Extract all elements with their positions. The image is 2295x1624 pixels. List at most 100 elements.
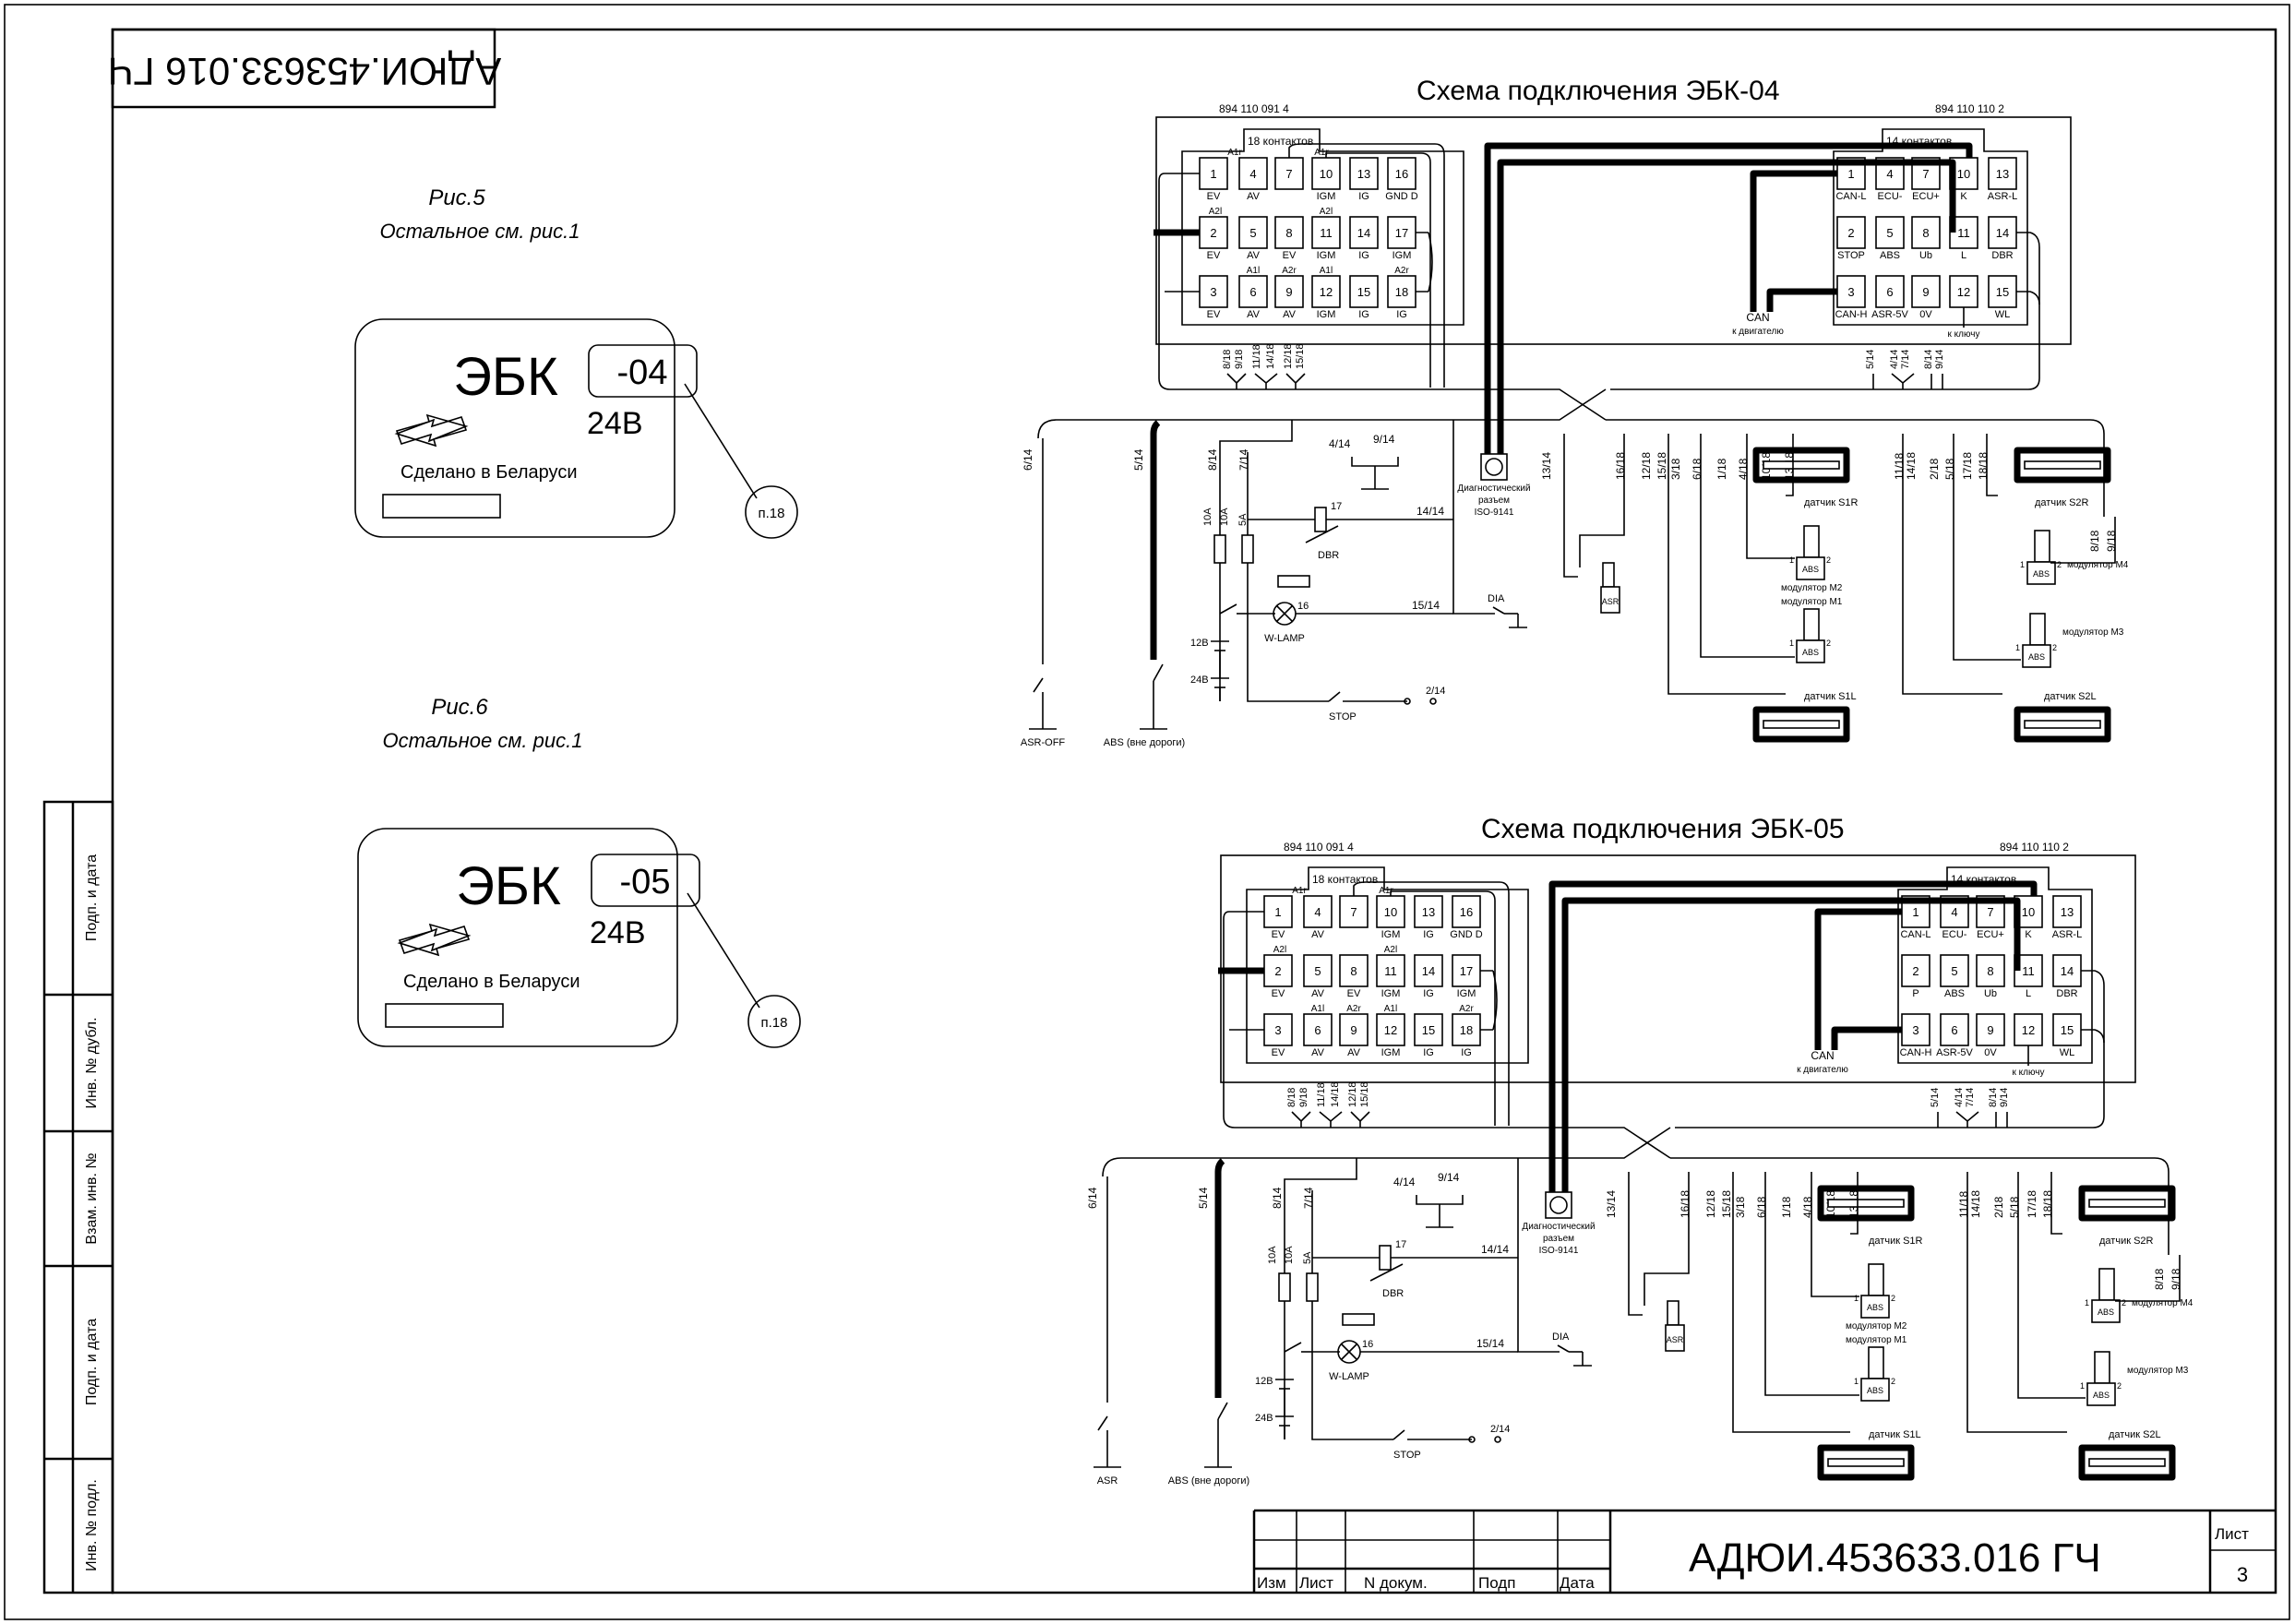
wire-label: 6/14 bbox=[1022, 448, 1034, 471]
diag-label: разъем bbox=[1543, 1234, 1574, 1244]
connector-pin bbox=[1238, 275, 1268, 308]
title-header: Дата bbox=[1560, 1574, 1595, 1592]
pin-signal: IGM bbox=[1381, 1047, 1401, 1058]
pin-signal: DBR bbox=[2056, 988, 2077, 999]
wire-label: 9/14 bbox=[1438, 1171, 1460, 1184]
wire-label: 4/18 bbox=[1801, 1196, 1814, 1218]
pin-number: 8 bbox=[1285, 226, 1292, 240]
pin-number: 2 bbox=[1210, 226, 1216, 240]
wire-label: 6/18 bbox=[1691, 458, 1703, 480]
pin-signal: EV bbox=[1347, 988, 1361, 999]
sheet-label: Лист bbox=[2215, 1525, 2249, 1543]
wheel-sensor-inner bbox=[2024, 720, 2101, 729]
side-strip: Подп. и дата Инв. № дубл. Взам. инв. № П… bbox=[42, 800, 114, 1594]
modulator-abs bbox=[2022, 644, 2051, 668]
connector-tab-label: 18 контактов bbox=[1248, 135, 1313, 148]
wire bbox=[2081, 970, 2105, 1128]
connector-pin bbox=[2052, 954, 2082, 987]
fuse bbox=[1277, 575, 1310, 588]
pin-group-label: A2r bbox=[1346, 1004, 1361, 1014]
modulator-valve bbox=[1868, 1346, 1884, 1379]
pin-number: 6 bbox=[1951, 1023, 1957, 1037]
nameplate-variant: -04 bbox=[617, 353, 668, 392]
wire-label: 9/18 bbox=[2105, 530, 2118, 552]
lamp-label: W-LAMP bbox=[1329, 1371, 1369, 1382]
dbr-label: DBR bbox=[1382, 1288, 1404, 1299]
pin-label: 1 bbox=[1854, 1294, 1859, 1303]
pin-signal: ABS bbox=[1880, 250, 1900, 261]
exchange-arrows-icon bbox=[394, 416, 468, 448]
abs-label: ABS bbox=[1867, 1386, 1883, 1395]
pin-signal: IGM bbox=[1393, 250, 1412, 261]
connector-pin bbox=[1452, 1013, 1481, 1046]
connector-pin bbox=[1875, 275, 1905, 308]
wire bbox=[1219, 603, 1237, 615]
terminal bbox=[1468, 1436, 1476, 1443]
relay-coil bbox=[1379, 1245, 1392, 1271]
pin-number: 6 bbox=[1314, 1023, 1321, 1037]
figure-note: Остальное см. рис.1 bbox=[380, 220, 580, 243]
wire bbox=[1284, 1158, 1357, 1439]
modulator-label: модулятор M4 bbox=[2132, 1298, 2193, 1308]
upper-bus bbox=[1235, 1127, 2093, 1159]
can-sub-label: к двигателю bbox=[1732, 327, 1784, 337]
pin-label: 2 bbox=[1891, 1294, 1895, 1303]
figure-note: Остальное см. рис.1 bbox=[383, 729, 583, 752]
modulator-valve bbox=[2029, 613, 2046, 646]
wire-label: 15/18 bbox=[1720, 1190, 1733, 1218]
connector-pin bbox=[1238, 216, 1268, 249]
wheel-sensor bbox=[2014, 706, 2111, 743]
modulator-label: модулятор M2 bbox=[1846, 1321, 1907, 1331]
abs-label: ABS bbox=[2093, 1391, 2110, 1400]
wire-label: 9/18 bbox=[1234, 350, 1245, 369]
wire bbox=[2016, 291, 2040, 305]
connector-18-frame bbox=[1181, 128, 1464, 326]
pin-number: 3 bbox=[1912, 1023, 1918, 1037]
wire-label: 7/14 bbox=[1302, 1187, 1315, 1209]
wire-label: 5/18 bbox=[2008, 1196, 2021, 1218]
battery-label: 12В bbox=[1255, 1376, 1273, 1387]
pin-signal: ECU- bbox=[1942, 929, 1967, 940]
connector-pin bbox=[1387, 157, 1416, 190]
modulator-valve bbox=[1803, 525, 1820, 558]
pin-signal: L bbox=[2026, 988, 2031, 999]
connector-pin bbox=[1311, 216, 1341, 249]
title-header: N докум. bbox=[1364, 1574, 1428, 1592]
wire-label: 14/18 bbox=[1969, 1190, 1982, 1218]
fuse bbox=[1278, 1272, 1291, 1302]
modulator-label: модулятор M2 bbox=[1781, 583, 1843, 593]
sensor-label: датчик S2L bbox=[2109, 1429, 2161, 1440]
lamp-number: 16 bbox=[1362, 1339, 1373, 1350]
nameplate bbox=[357, 828, 678, 1047]
pin-label: 1 bbox=[2085, 1298, 2089, 1308]
wire bbox=[2016, 232, 2040, 390]
pin-signal: 0V bbox=[1919, 309, 1932, 320]
pin-signal: EV bbox=[1207, 191, 1221, 202]
pin-number: 15 bbox=[1996, 285, 2009, 299]
callout-circle bbox=[747, 995, 801, 1048]
pin-signal: L bbox=[1961, 250, 1966, 261]
wire bbox=[1416, 232, 1433, 293]
connector-pin bbox=[1940, 1013, 1969, 1046]
connector-pin bbox=[1387, 216, 1416, 249]
wire bbox=[1219, 420, 1293, 701]
key-label: к ключу bbox=[1948, 329, 1980, 340]
terminal bbox=[1494, 1436, 1501, 1443]
wire-label: 5/14 bbox=[1865, 350, 1876, 369]
pin-number: 14 bbox=[1996, 226, 2009, 240]
pin-signal: EV bbox=[1272, 929, 1285, 940]
fuse bbox=[1306, 1272, 1319, 1302]
wire bbox=[1153, 663, 1164, 682]
sensor-label: датчик S2R bbox=[2035, 497, 2089, 508]
wire bbox=[1217, 1402, 1228, 1420]
pin-number: 3 bbox=[1274, 1023, 1281, 1037]
relay-label: 17 bbox=[1331, 501, 1342, 512]
dbr-label: DBR bbox=[1318, 550, 1339, 561]
abs-label: ABS bbox=[2033, 569, 2050, 579]
nameplate-voltage: 24В bbox=[587, 406, 643, 441]
schema-title: Схема подключения ЭБК-05 bbox=[1481, 814, 1845, 844]
wire-label: 1/18 bbox=[1780, 1196, 1793, 1218]
pin-signal: CAN-L bbox=[1835, 191, 1866, 202]
variant-box bbox=[591, 854, 700, 907]
